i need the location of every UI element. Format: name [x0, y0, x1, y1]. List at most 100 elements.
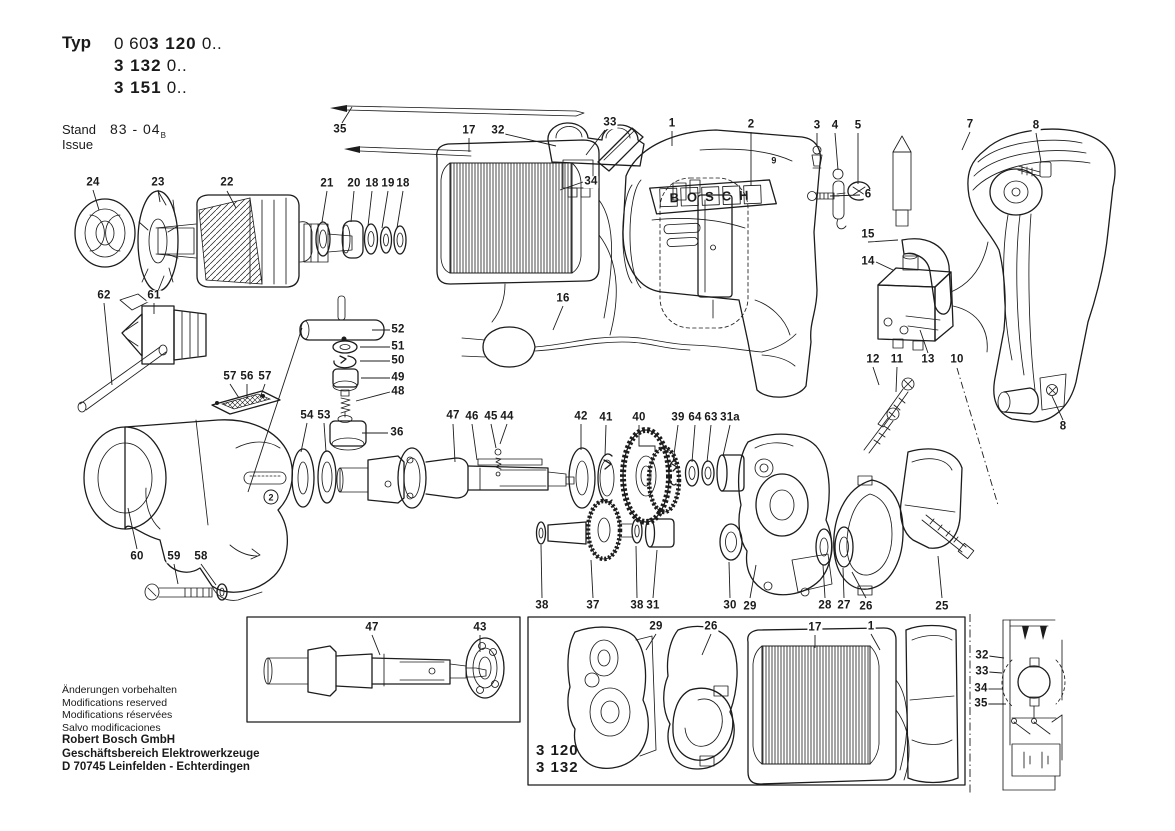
- part-label-13: 13: [920, 353, 936, 366]
- part-label-48: 48: [390, 385, 406, 398]
- part-label-20: 20: [346, 177, 362, 190]
- typ-line: 3 151 0..: [114, 78, 188, 97]
- issue-value: 83 - 04B: [109, 121, 167, 140]
- part-label-32: 32: [490, 124, 506, 137]
- countershaft: [535, 498, 675, 562]
- part-label-60: 60: [129, 550, 145, 563]
- spindle-group: [291, 447, 575, 509]
- part-label-38: 38: [534, 599, 550, 612]
- part-label-24: 24: [85, 176, 101, 189]
- imprint-note: Modifications réservées: [62, 709, 173, 721]
- part-label-32: 32: [974, 649, 990, 662]
- part-label-17: 17: [461, 124, 477, 137]
- part-label-17: 17: [807, 621, 823, 634]
- part-label-1: 1: [866, 620, 876, 633]
- part-label-9: 9: [770, 155, 778, 166]
- part-label-25: 25: [934, 600, 950, 613]
- part-label-47: 47: [364, 621, 380, 634]
- company-line: Robert Bosch GmbH: [62, 734, 176, 746]
- part-label-63: 63: [703, 411, 719, 424]
- company-line: D 70745 Leinfelden - Echterdingen: [62, 761, 250, 773]
- part-label-38: 38: [629, 599, 645, 612]
- part-label-19: 19: [380, 177, 396, 190]
- part-label-31: 31: [645, 599, 661, 612]
- part-label-49: 49: [390, 371, 406, 384]
- part-label-44: 44: [499, 410, 515, 423]
- imprint-note: Änderungen vorbehalten: [62, 684, 178, 696]
- part-label-11: 11: [889, 353, 905, 366]
- housing-position-mark: 2: [263, 489, 279, 505]
- detent-pin-stack: [299, 295, 385, 451]
- armature-group: [74, 190, 407, 292]
- stand-label: Stand: [62, 122, 96, 137]
- imprint-note: Modifications reserved: [62, 696, 168, 709]
- part-label-45: 45: [483, 410, 499, 423]
- intermediate-housing: [719, 433, 833, 597]
- part-label-15: 15: [860, 228, 876, 241]
- part-label-50: 50: [390, 354, 406, 367]
- part-label-26: 26: [858, 600, 874, 613]
- typ-numbers: 0 603 120 0.. 3 132 0.. 3 151 0..: [114, 33, 222, 99]
- part-label-58: 58: [193, 550, 209, 563]
- part-label-46: 46: [464, 410, 480, 423]
- part-label-33: 33: [602, 116, 618, 129]
- part-label-8: 8: [1031, 119, 1041, 132]
- typ-label: Typ: [62, 33, 91, 52]
- depth-gauge-rods: [330, 105, 585, 157]
- part-label-10: 10: [949, 353, 965, 366]
- part-label-51: 51: [390, 340, 406, 353]
- part-label-33: 33: [974, 665, 990, 678]
- part-label-30: 30: [722, 599, 738, 612]
- company-line: Geschäftsbereich Elektrowerkzeuge: [62, 747, 260, 760]
- part-label-3: 3: [812, 119, 822, 132]
- stator: [436, 139, 617, 336]
- part-label-8: 8: [1058, 420, 1068, 433]
- power-cord: [461, 326, 797, 368]
- type-header: Typ 0 603 120 0.. 3 132 0.. 3 151 0..: [62, 33, 222, 99]
- part-label-35: 35: [332, 123, 348, 136]
- clutch-parts: [815, 448, 975, 596]
- variant-line: 3 132: [536, 759, 579, 776]
- part-label-43: 43: [472, 621, 488, 634]
- part-label-57: 57: [222, 370, 238, 383]
- variant-line: 3 120: [536, 742, 579, 759]
- housing-right-half: [967, 128, 1116, 423]
- part-label-26: 26: [703, 620, 719, 633]
- typ-line: 0 603 120 0..: [114, 34, 223, 53]
- part-label-39: 39: [670, 411, 686, 424]
- inset-spindle: [246, 616, 521, 723]
- part-label-29: 29: [648, 620, 664, 633]
- gear-stack: [568, 427, 745, 525]
- switch-assembly: [863, 238, 989, 454]
- part-label-64: 64: [687, 411, 703, 424]
- inset-variant: [527, 616, 966, 786]
- issue-block: Stand Issue 83 - 04B: [62, 121, 167, 153]
- chuck-group: [77, 293, 207, 413]
- housing-left-half: BOSCH: [622, 129, 822, 398]
- part-label-35: 35: [973, 697, 989, 710]
- part-label-62: 62: [96, 289, 112, 302]
- part-label-4: 4: [830, 119, 840, 132]
- part-label-40: 40: [631, 411, 647, 424]
- part-label-18: 18: [364, 177, 380, 190]
- drill-bit: [892, 135, 912, 227]
- part-label-53: 53: [316, 409, 332, 422]
- part-label-31a: 31a: [719, 411, 741, 424]
- part-label-18: 18: [395, 177, 411, 190]
- wiring-schematic: [969, 614, 1066, 795]
- part-label-56: 56: [239, 370, 255, 383]
- typ-line: 3 132 0..: [114, 56, 188, 75]
- part-label-42: 42: [573, 410, 589, 423]
- leader-lines: [92, 106, 1064, 705]
- part-label-41: 41: [598, 411, 614, 424]
- part-label-28: 28: [817, 599, 833, 612]
- part-label-52: 52: [390, 323, 406, 336]
- part-label-57: 57: [257, 370, 273, 383]
- part-label-12: 12: [865, 353, 881, 366]
- part-label-54: 54: [299, 409, 315, 422]
- part-label-22: 22: [219, 176, 235, 189]
